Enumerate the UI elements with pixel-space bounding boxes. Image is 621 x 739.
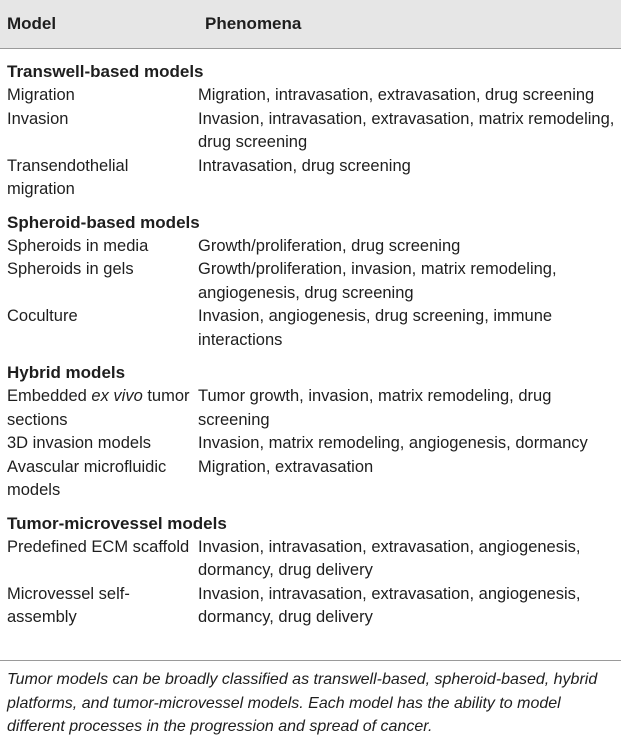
header-phenomena: Phenomena [205, 14, 302, 33]
model-cell: Predefined ECM scaffold [7, 537, 190, 556]
table-row: Coculture Invasion, angiogenesis, drug s… [0, 305, 621, 352]
section-title: Hybrid models [7, 363, 126, 382]
model-cell: Migration [7, 86, 75, 104]
phenomena-cell: Invasion, intravasation, extravasation, … [198, 537, 581, 580]
section-hybrid: Hybrid models Embedded ex vivo tumor sec… [0, 361, 621, 503]
model-cell: Spheroids in gels [7, 260, 134, 278]
table-row: Avascular microfluidic models Migration,… [0, 456, 621, 503]
model-cell: Embedded ex vivo tumor sections [0, 385, 198, 432]
model-cell: Coculture [7, 307, 78, 325]
phenomena-cell: Tumor growth, invasion, matrix remodelin… [198, 387, 552, 429]
phenomena-cell: Growth/proliferation, invasion, matrix r… [198, 260, 557, 302]
phenomena-cell: Growth/proliferation, drug screening [198, 236, 461, 255]
phenomena-cell: Intravasation, drug screening [198, 156, 411, 175]
phenomena-cell: Invasion, intravasation, extravasation, … [198, 584, 581, 627]
phenomena-cell: Migration, extravasation [198, 457, 374, 476]
footer-divider [0, 660, 621, 661]
header-divider [0, 48, 621, 49]
table-row: Microvessel self-assembly Invasion, intr… [0, 583, 621, 630]
section-transwell: Transwell-based models Migration Migrati… [0, 60, 621, 202]
model-cell: Microvessel self-assembly [7, 584, 130, 627]
model-cell: Spheroids in media [7, 236, 149, 255]
model-text-pre: Embedded [7, 387, 92, 405]
model-cell: Invasion [7, 109, 69, 128]
model-text-italic: ex vivo [91, 387, 143, 405]
table-header: Model Phenomena [0, 0, 621, 48]
phenomena-cell: Invasion, intravasation, extravasation, … [198, 109, 615, 152]
table-row: Embedded ex vivo tumor sections Tumor gr… [0, 385, 621, 432]
table-caption: Tumor models can be broadly classified a… [7, 671, 598, 735]
table-row: Invasion Invasion, intravasation, extrav… [0, 108, 621, 155]
section-title: Spheroid-based models [7, 212, 200, 232]
phenomena-cell: Invasion, matrix remodeling, angiogenesi… [198, 434, 588, 452]
phenomena-cell: Invasion, angiogenesis, drug screening, … [198, 307, 553, 349]
table-row: Transendothelial migration Intravasation… [0, 155, 621, 202]
section-title: Transwell-based models [7, 62, 204, 81]
section-tumor-microvessel: Tumor-microvessel models Predefined ECM … [0, 512, 621, 630]
model-cell: Transendothelial migration [7, 156, 129, 199]
section-spheroid: Spheroid-based models Spheroids in media… [0, 211, 621, 353]
table-row: Spheroids in media Growth/proliferation,… [0, 235, 621, 259]
model-cell: Avascular microfluidic models [7, 457, 167, 500]
header-model: Model [7, 14, 57, 33]
table-row: 3D invasion models Invasion, matrix remo… [0, 432, 621, 456]
table-body: Transwell-based models Migration Migrati… [0, 60, 621, 639]
section-title: Tumor-microvessel models [7, 513, 227, 533]
model-text-post: tumor sections [7, 387, 190, 429]
table-row: Spheroids in gels Growth/proliferation, … [0, 258, 621, 305]
model-cell: 3D invasion models [7, 434, 151, 452]
phenomena-cell: Migration, intravasation, extravasation,… [198, 86, 595, 104]
table-row: Predefined ECM scaffold Invasion, intrav… [0, 536, 621, 583]
table-row: Migration Migration, intravasation, extr… [0, 84, 621, 108]
